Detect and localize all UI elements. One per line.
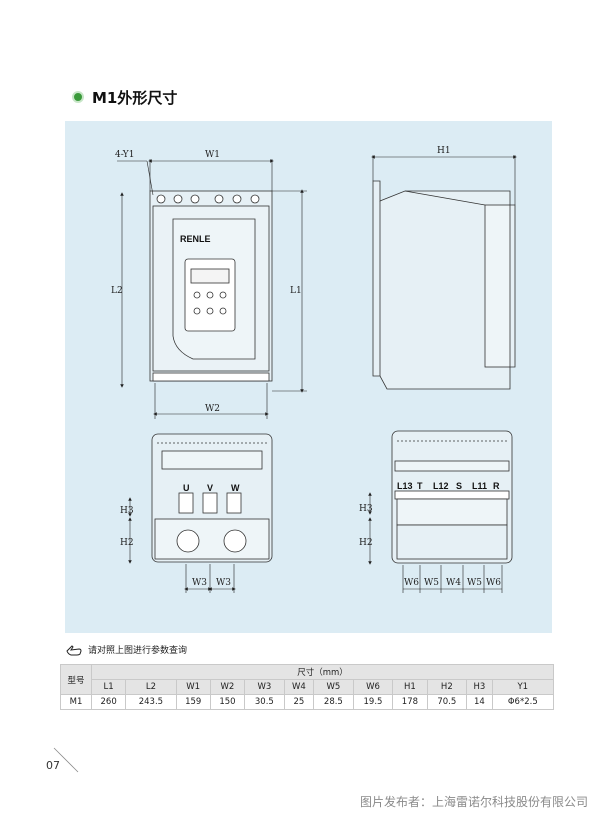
front-view [149, 190, 273, 382]
terminal-l13: L13 [397, 481, 413, 491]
label-h3-left: H3 [120, 506, 134, 516]
label-h3-right: H3 [359, 504, 373, 514]
label-w6-a: W6 [404, 578, 419, 588]
label-l2: L2 [111, 286, 123, 296]
page-number: 07 [46, 759, 60, 772]
value-cell: 19.5 [352, 694, 394, 710]
value-cell: 159 [175, 694, 211, 710]
value-cell: Φ6*2.5 [491, 694, 555, 710]
col-header: W3 [244, 679, 285, 695]
label-l1: L1 [290, 286, 302, 296]
value-cell: 25 [283, 694, 315, 710]
table-header-row: 型号 尺寸（mm） [60, 664, 554, 695]
terminal-s: S [456, 481, 462, 491]
label-h1: H1 [437, 146, 451, 156]
col-header: H1 [392, 679, 428, 695]
label-w3-b: W3 [216, 578, 231, 588]
terminal-u: U [183, 483, 190, 493]
dimension-drawing: RENLE 4-Y1 W1 W2 L2 L1 H1 [65, 121, 552, 633]
col-header: W1 [175, 679, 211, 695]
value-cell: 178 [392, 694, 428, 710]
bullet-dot-icon [72, 91, 84, 103]
col-header: L2 [125, 679, 177, 695]
parameter-table: 型号 尺寸（mm） L1 L2 W1 W2 W3 W4 W5 W6 H1 H2 … [60, 664, 555, 710]
table-row: M1 260 243.5 159 150 30.5 25 28.5 19.5 1… [60, 694, 555, 710]
value-cell: 14 [466, 694, 493, 710]
terminal-r: R [493, 481, 500, 491]
col-header: Y1 [491, 679, 555, 695]
terminal-l11: L11 [472, 481, 487, 491]
label-w5-b: W5 [467, 578, 482, 588]
label-w3-a: W3 [192, 578, 207, 588]
section-heading: M1外形尺寸 [72, 86, 177, 108]
label-w2: W2 [205, 404, 220, 414]
terminal-v: V [207, 483, 213, 493]
col-header: H2 [426, 679, 468, 695]
size-header: 尺寸（mm） [91, 664, 554, 680]
terminal-w: W [231, 483, 240, 493]
col-header: W5 [313, 679, 354, 695]
page-corner-line [53, 747, 79, 773]
label-w1: W1 [205, 150, 220, 160]
bottom-view-right [391, 430, 513, 564]
bottom-view-left [151, 433, 273, 563]
brand-logo: RENLE [180, 234, 211, 244]
terminal-l12: L12 [433, 481, 449, 491]
lookup-note: 请对照上图进行参数查询 [66, 641, 187, 657]
col-header: W6 [352, 679, 394, 695]
model-cell: M1 [60, 694, 92, 710]
pointing-hand-icon [66, 645, 82, 656]
value-cell: 243.5 [125, 694, 177, 710]
value-cell: 70.5 [426, 694, 468, 710]
value-cell: 30.5 [244, 694, 285, 710]
value-cell: 28.5 [313, 694, 354, 710]
value-cell: 150 [209, 694, 246, 710]
col-header: H3 [466, 679, 493, 695]
note-text: 请对照上图进行参数查询 [88, 645, 188, 656]
col-header: W2 [209, 679, 246, 695]
label-w5-a: W5 [424, 578, 439, 588]
col-header: L1 [90, 679, 127, 695]
publisher-footer: 图片发布者：上海雷诺尔科技股份有限公司 [359, 795, 588, 809]
label-w4: W4 [446, 578, 461, 588]
label-h2-right: H2 [359, 538, 373, 548]
side-view [372, 180, 516, 390]
label-w6-b: W6 [486, 578, 501, 588]
col-header: W4 [283, 679, 315, 695]
label-h2-left: H2 [120, 538, 134, 548]
section-title: M1外形尺寸 [92, 88, 178, 107]
value-cell: 260 [90, 694, 127, 710]
terminal-t: T [417, 481, 423, 491]
model-header: 型号 [60, 664, 92, 695]
label-4-y1: 4-Y1 [115, 150, 134, 160]
table-column-row: L1 L2 W1 W2 W3 W4 W5 W6 H1 H2 H3 Y1 [61, 679, 555, 695]
